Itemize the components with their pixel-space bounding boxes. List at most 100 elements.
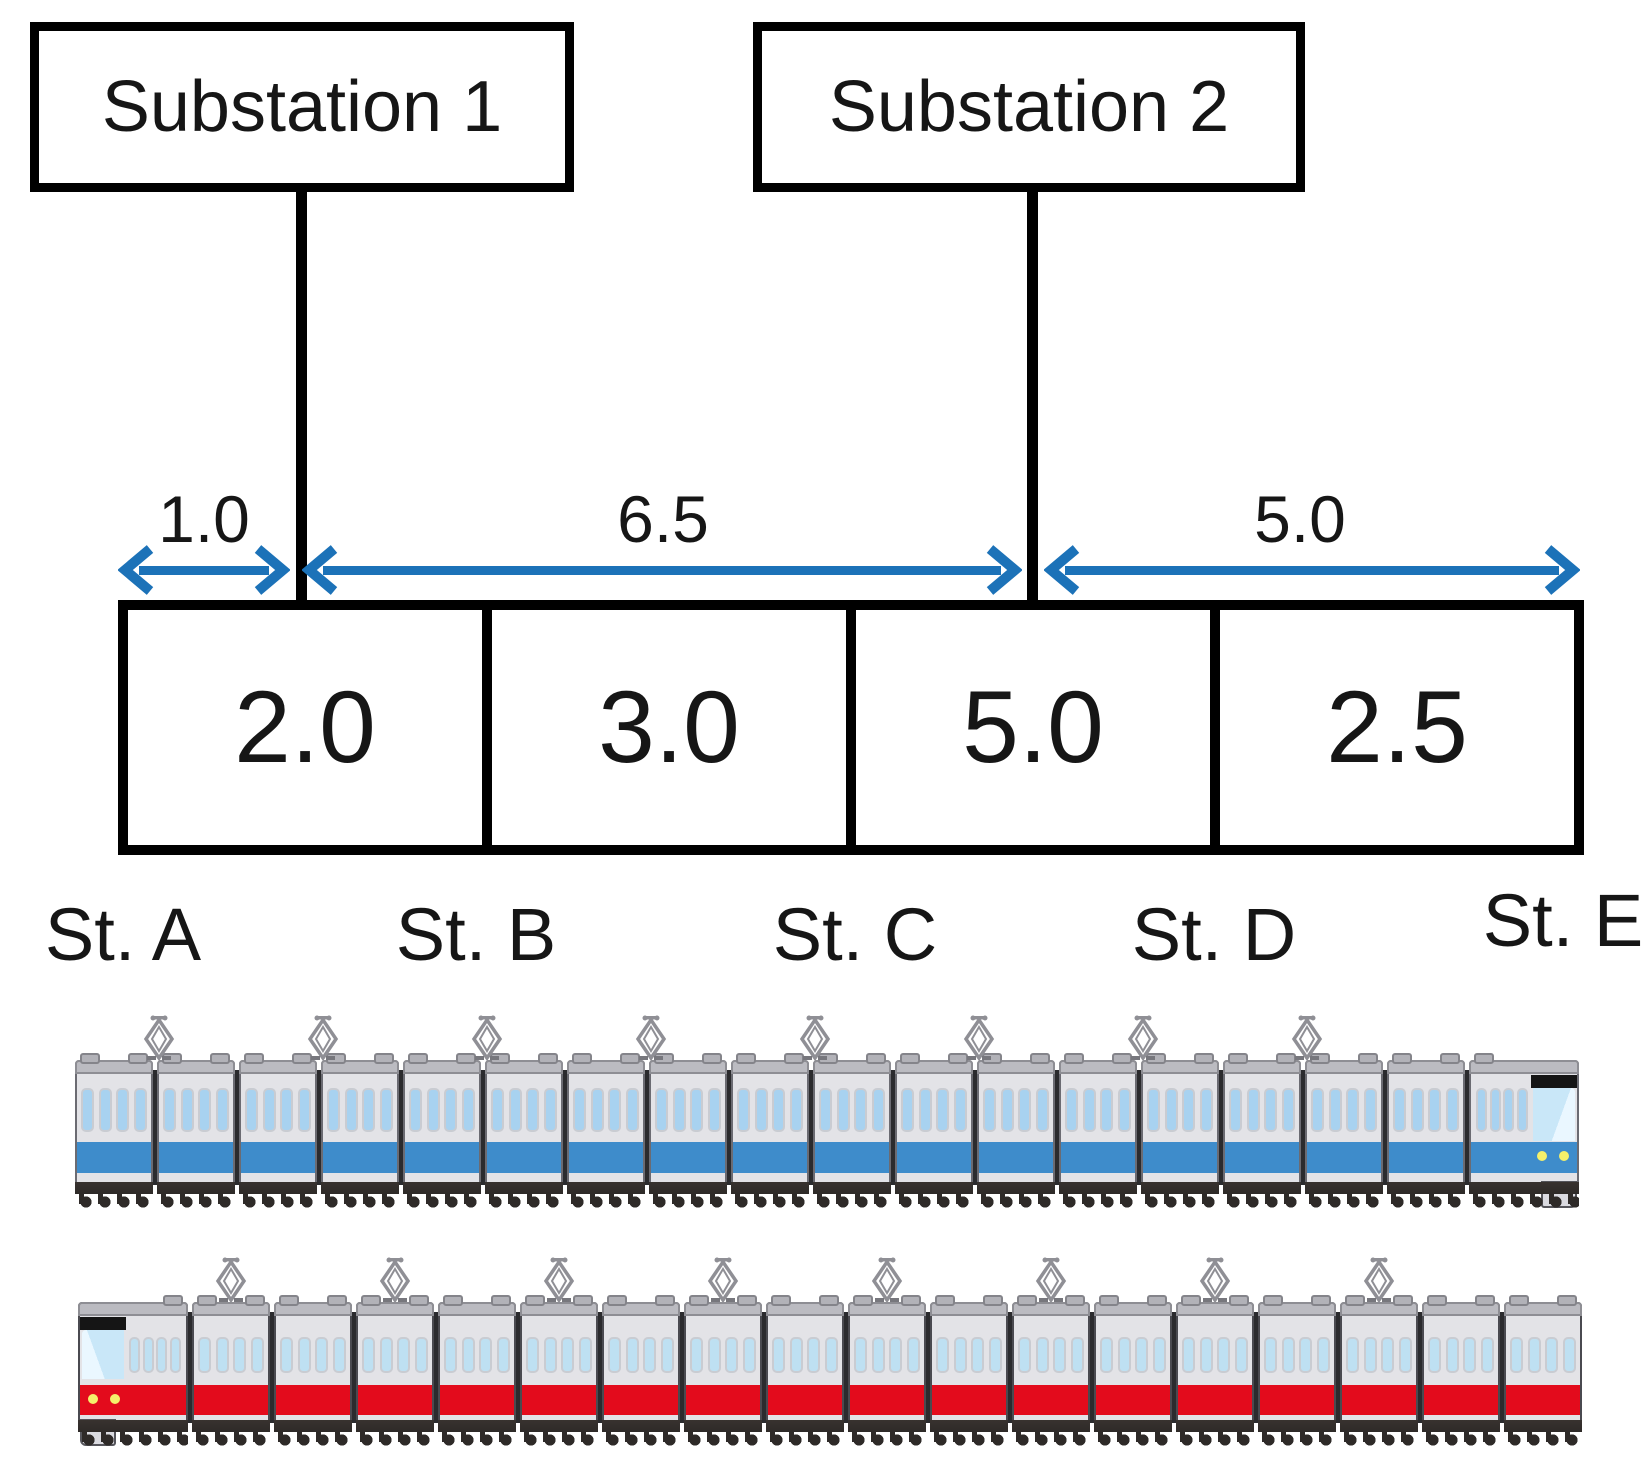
car-window	[660, 1337, 674, 1373]
car-window	[561, 1337, 575, 1373]
car-window	[362, 1088, 376, 1132]
roof-vent	[443, 1295, 463, 1306]
car-window	[737, 1088, 751, 1132]
substation-1-label: Substation 1	[101, 67, 503, 147]
undercarriage	[1059, 1182, 1137, 1214]
car-windows	[979, 1088, 1053, 1132]
car-windows	[440, 1337, 514, 1373]
car-stripe	[733, 1142, 807, 1173]
car-window	[543, 1337, 557, 1373]
car-window	[889, 1337, 903, 1373]
roof-vent	[409, 1295, 429, 1306]
car-stripe	[850, 1385, 924, 1415]
car-window	[315, 1337, 329, 1373]
car-window	[707, 1337, 721, 1373]
car-window	[1164, 1088, 1178, 1132]
train-cab-car	[1469, 1053, 1579, 1214]
pantograph-icon	[1363, 1257, 1395, 1304]
car-window	[426, 1088, 440, 1132]
pantograph-icon	[871, 1257, 903, 1304]
car-window	[578, 1337, 592, 1373]
train-car	[239, 1053, 321, 1214]
undercarriage	[157, 1182, 235, 1214]
car-window	[1281, 1337, 1295, 1373]
car-windows	[604, 1337, 678, 1373]
car-windows	[1307, 1088, 1381, 1132]
car-window	[824, 1337, 838, 1373]
section-b-c: 3.0	[492, 610, 846, 845]
train-car	[1504, 1295, 1582, 1448]
roof-vent	[1228, 1053, 1248, 1064]
station-label-d: St. D	[1131, 893, 1297, 976]
arrow-shaft	[323, 565, 1001, 575]
car-window	[672, 1088, 686, 1132]
car-stripe	[569, 1142, 643, 1173]
undercarriage	[274, 1420, 352, 1448]
car-window	[707, 1088, 721, 1132]
car-window	[414, 1337, 428, 1373]
car-window	[906, 1337, 920, 1373]
car-window	[854, 1088, 868, 1132]
train-car	[1012, 1257, 1094, 1448]
roof-vent	[1345, 1295, 1365, 1306]
train-car	[895, 1053, 977, 1214]
section-c-d-length: 5.0	[962, 670, 1104, 784]
car-window	[444, 1088, 458, 1132]
pantograph-icon	[963, 1015, 995, 1062]
car-window	[690, 1088, 704, 1132]
car-window	[1264, 1088, 1278, 1132]
undercarriage	[78, 1420, 188, 1448]
car-stripe	[1143, 1142, 1217, 1173]
roof-vent	[244, 1053, 264, 1064]
undercarriage	[567, 1182, 645, 1214]
roof-vent	[737, 1295, 757, 1306]
car-stripe	[897, 1142, 971, 1173]
car-window	[526, 1088, 540, 1132]
car-window	[1229, 1088, 1243, 1132]
car-windows	[77, 1088, 151, 1132]
car-window	[1346, 1088, 1360, 1132]
car-window	[543, 1088, 557, 1132]
car-window	[280, 1088, 294, 1132]
cab-front	[80, 1304, 126, 1421]
feeder-line-2	[1027, 188, 1038, 604]
car-stripe	[358, 1385, 432, 1415]
train-car	[930, 1295, 1012, 1448]
roof-vent	[853, 1295, 873, 1306]
roof-vent	[1392, 1053, 1412, 1064]
car-stripe	[194, 1385, 268, 1415]
arrowhead-right-icon	[1544, 545, 1580, 595]
car-windows	[733, 1088, 807, 1132]
undercarriage	[930, 1420, 1008, 1448]
car-windows	[1225, 1088, 1299, 1132]
car-stripe	[1307, 1142, 1381, 1173]
train-car	[684, 1257, 766, 1448]
car-window	[1281, 1088, 1295, 1132]
car-stripe	[159, 1142, 233, 1173]
car-windows	[358, 1337, 432, 1373]
car-window	[1510, 1337, 1524, 1373]
car-window	[1100, 1337, 1114, 1373]
station-label-c: St. C	[772, 893, 938, 976]
train-car	[1291, 1015, 1387, 1214]
undercarriage	[977, 1182, 1055, 1214]
blue-train	[75, 1015, 1579, 1214]
undercarriage	[75, 1182, 153, 1214]
car-window	[1463, 1337, 1477, 1373]
car-window	[1527, 1337, 1541, 1373]
distance-label-1: 1.0	[158, 482, 250, 556]
car-window	[1147, 1088, 1161, 1132]
undercarriage	[895, 1182, 973, 1214]
roof-vent	[1099, 1295, 1119, 1306]
car-window	[128, 1337, 140, 1373]
car-window	[1503, 1088, 1515, 1132]
train-car	[1059, 1053, 1141, 1214]
car-windows	[1424, 1337, 1498, 1373]
train-car	[1340, 1257, 1422, 1448]
car-stripe	[1342, 1385, 1416, 1415]
car-window	[1311, 1088, 1325, 1132]
train-car	[438, 1295, 520, 1448]
windshield	[1533, 1088, 1575, 1141]
roof-vent	[736, 1053, 756, 1064]
car-windows	[768, 1337, 842, 1373]
